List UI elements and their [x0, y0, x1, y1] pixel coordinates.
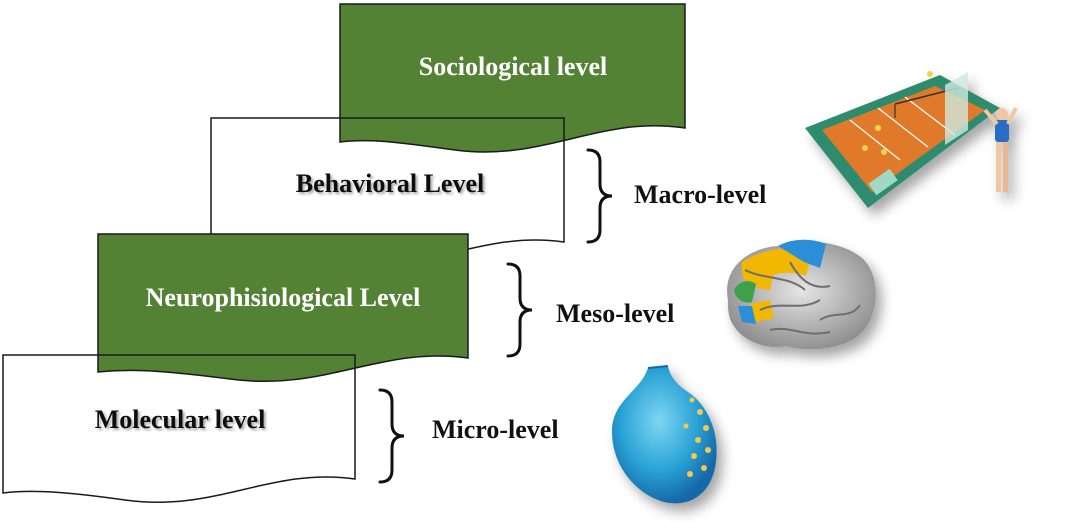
- brain-icon: [727, 239, 876, 350]
- behavioral-level-label: Behavioral Level: [296, 169, 484, 198]
- meso-brace: [506, 262, 533, 358]
- volleyball-court-icon: [805, 71, 1018, 208]
- micro-level-label: Micro-level: [432, 415, 559, 444]
- macro-level-label: Macro-level: [634, 180, 766, 209]
- sociological-level-shape: [339, 3, 686, 153]
- molecular-level-shape: [2, 354, 356, 504]
- micro-brace: [378, 388, 405, 484]
- neurophysiological-level-shape: [97, 233, 469, 383]
- synapse-icon: [612, 365, 717, 504]
- molecular-level-label: Molecular level: [95, 405, 266, 434]
- meso-level-label: Meso-level: [556, 299, 674, 328]
- sociological-level-label: Sociological level: [419, 52, 607, 81]
- neurophysiological-level-label: Neurophisiological Level: [146, 283, 421, 312]
- macro-brace: [586, 148, 613, 244]
